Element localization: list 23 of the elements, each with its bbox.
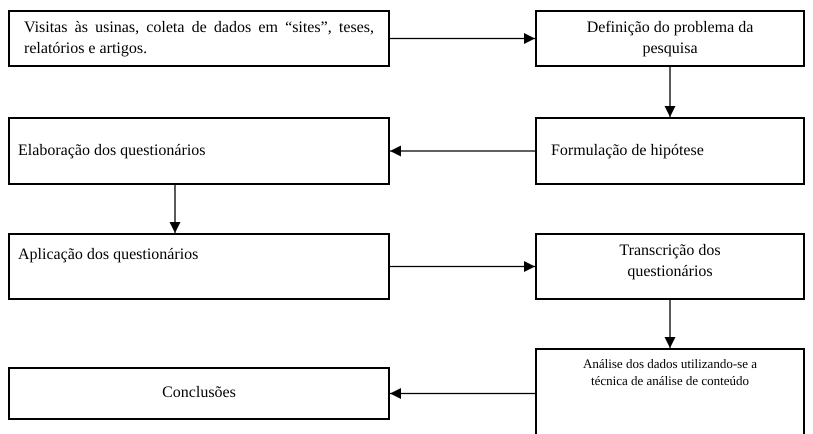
box-text: Conclusões bbox=[162, 383, 236, 404]
process-box bbox=[8, 10, 390, 67]
box-text: Formulação de hipótese bbox=[551, 140, 704, 161]
arrow bbox=[664, 300, 676, 348]
process-box bbox=[8, 233, 390, 300]
box-text: Transcrição dos questionários bbox=[618, 241, 722, 282]
box-text: Visitas às usinas, coleta de dados em “sites”, teses, relatórios e artigos. bbox=[24, 18, 374, 58]
arrow bbox=[664, 67, 676, 117]
process-box bbox=[535, 117, 805, 185]
box-text: Definição do problema da pesquisa bbox=[586, 18, 754, 58]
process-box bbox=[8, 117, 390, 185]
arrow bbox=[390, 33, 535, 44]
process-box bbox=[8, 367, 390, 420]
box-text: Análise dos dados utilizando-se a técnica de análise de conteúdo bbox=[582, 356, 758, 390]
arrow bbox=[390, 388, 535, 399]
process-box bbox=[535, 348, 805, 434]
box-text: Elaboração dos questionários bbox=[18, 140, 206, 161]
process-box bbox=[535, 233, 805, 300]
process-box bbox=[535, 10, 805, 67]
arrow bbox=[390, 261, 535, 272]
box-text: Aplicação dos questionários bbox=[18, 245, 198, 265]
arrow bbox=[390, 146, 535, 156]
arrow bbox=[170, 185, 180, 233]
